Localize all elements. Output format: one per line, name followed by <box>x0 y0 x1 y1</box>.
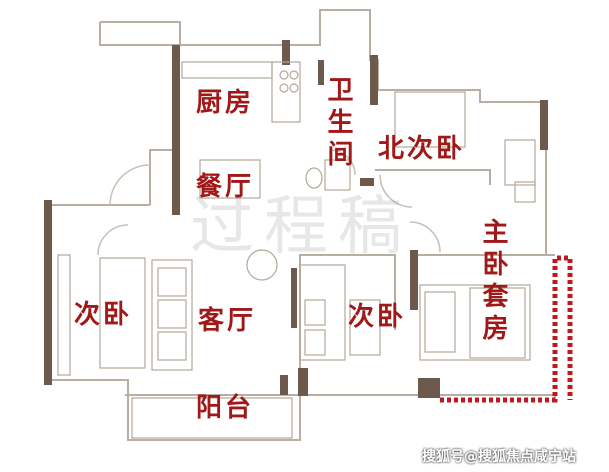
room-label-balcony: 阳台 <box>196 393 255 423</box>
doors <box>97 149 441 256</box>
room-label-north-bedroom: 北次卧 <box>378 134 466 164</box>
room-label-middle-bedroom: 次卧 <box>348 302 407 332</box>
watermark: 过程稿 <box>190 190 412 264</box>
source-credit: 搜狐号@搜狐焦点咸宁站 <box>422 449 576 465</box>
room-label-dining: 餐厅 <box>196 172 255 202</box>
room-label-master-suite: 主卧套房 <box>478 218 508 346</box>
structural-walls <box>44 40 548 398</box>
room-label-bathroom: 卫生间 <box>323 76 353 172</box>
room-label-left-bedroom: 次卧 <box>74 300 133 330</box>
furniture <box>57 61 536 439</box>
room-label-living-room: 客厅 <box>198 306 257 336</box>
room-label-kitchen: 厨房 <box>196 88 255 118</box>
